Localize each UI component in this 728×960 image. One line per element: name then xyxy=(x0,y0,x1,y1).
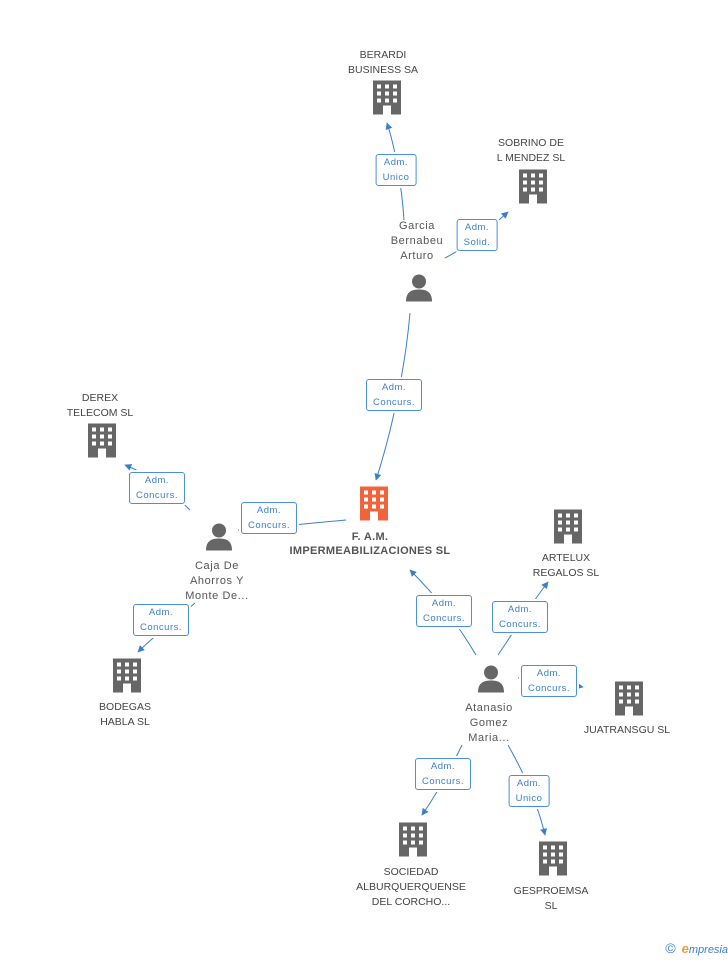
person-name-garcia[interactable]: Garcia Bernabeu Arturo xyxy=(390,220,444,262)
building-icon[interactable] xyxy=(398,822,428,864)
role-label-atanasio-juatransgu[interactable]: Adm. Concurs. xyxy=(520,665,578,697)
brand-logo[interactable]: empresia xyxy=(682,941,728,956)
person-icon[interactable] xyxy=(477,665,505,698)
role-label-garcia-berardi[interactable]: Adm. Unico xyxy=(375,154,417,186)
company-name-juatransgu[interactable]: JUATRANSGU SL xyxy=(583,724,671,736)
role-label-atanasio-main[interactable]: Adm. Concurs. xyxy=(415,595,473,627)
company-name-artelux[interactable]: ARTELUX REGALOS SL xyxy=(532,552,600,579)
company-name-bodegas[interactable]: BODEGAS HABLA SL xyxy=(99,701,151,728)
footer-brand: © empresia xyxy=(665,940,728,956)
building-icon[interactable] xyxy=(372,80,402,122)
company-name-gesproemsa[interactable]: GESPROEMSA SL xyxy=(513,885,589,912)
person-name-caja[interactable]: Caja De Ahorros Y Monte De... xyxy=(185,560,249,602)
role-label-caja-bodegas[interactable]: Adm. Concurs. xyxy=(132,604,190,636)
company-name-sociedad[interactable]: SOCIEDAD ALBURQUERQUENSE DEL CORCHO... xyxy=(356,866,466,908)
role-label-caja-main[interactable]: Adm. Concurs. xyxy=(240,502,298,534)
brand-initial: e xyxy=(681,940,689,956)
building-icon[interactable] xyxy=(518,169,548,211)
person-icon[interactable] xyxy=(405,274,433,307)
brand-name-rest: mpresia xyxy=(688,943,728,956)
role-label-garcia-main[interactable]: Adm. Concurs. xyxy=(365,379,423,411)
company-name-berardi[interactable]: BERARDI BUSINESS SA xyxy=(347,49,419,76)
role-label-atanasio-sociedad[interactable]: Adm. Concurs. xyxy=(414,758,472,790)
role-label-garcia-sobrino[interactable]: Adm. Solid. xyxy=(456,219,498,251)
person-name-atanasio[interactable]: Atanasio Gomez Maria... xyxy=(465,702,513,744)
building-icon[interactable] xyxy=(614,681,644,723)
role-label-atanasio-artelux[interactable]: Adm. Concurs. xyxy=(491,601,549,633)
company-name-sobrino[interactable]: SOBRINO DE L MENDEZ SL xyxy=(496,137,566,164)
copyright-symbol: © xyxy=(665,940,676,956)
person-icon[interactable] xyxy=(205,523,233,556)
building-icon[interactable] xyxy=(538,841,568,883)
main-company-icon[interactable] xyxy=(359,486,389,528)
building-icon[interactable] xyxy=(87,423,117,465)
building-icon[interactable] xyxy=(112,658,142,700)
role-label-caja-derex[interactable]: Adm. Concurs. xyxy=(128,472,186,504)
building-icon[interactable] xyxy=(553,509,583,551)
main-company-name[interactable]: F. A.M. IMPERMEABILIZACIONES SL xyxy=(289,531,451,557)
role-label-atanasio-gesproemsa[interactable]: Adm. Unico xyxy=(508,775,550,807)
company-name-derex[interactable]: DEREX TELECOM SL xyxy=(66,392,134,419)
